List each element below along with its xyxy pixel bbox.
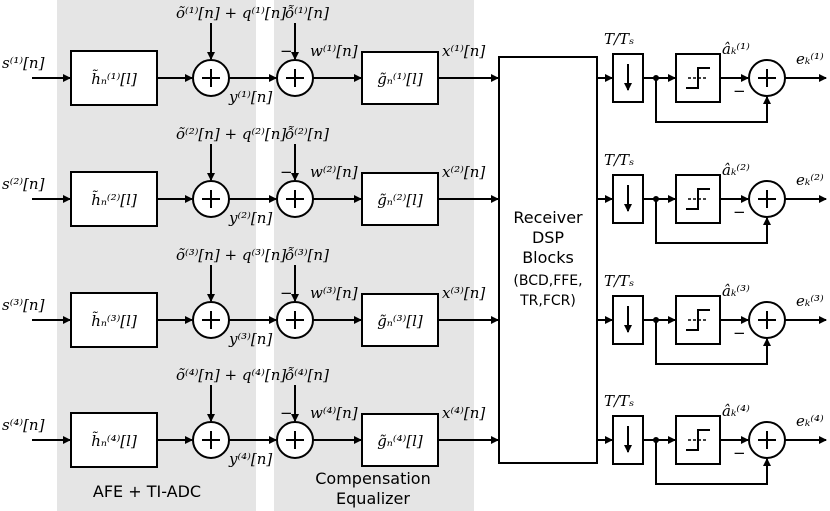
impairment-label: õ⁽¹⁾[n] + q⁽¹⁾[n] — [176, 4, 286, 22]
dsp-label-line2: DSP — [532, 228, 564, 247]
channel-block-label: h̃ₙ⁽⁴⁾[l] — [91, 432, 137, 450]
minus-sign: − — [280, 163, 293, 181]
decimation-ratio-label: T/Tₛ — [604, 272, 634, 290]
decision-label: âₖ⁽⁴⁾ — [722, 402, 750, 420]
channel-block — [70, 171, 158, 227]
decision-label: âₖ⁽²⁾ — [722, 161, 750, 179]
minus-sign: − — [733, 444, 746, 462]
decimation-ratio-label: T/Tₛ — [604, 392, 634, 410]
channel-block-label: h̃ₙ⁽³⁾[l] — [91, 312, 137, 330]
lane-4: s⁽⁴⁾[n] h̃ₙ⁽⁴⁾[l] õ⁽⁴⁾[n] + q⁽⁴⁾[n] y⁽⁴⁾[n]… — [2, 366, 827, 485]
afe-region-label: AFE + TI-ADC — [93, 482, 201, 501]
decision-label: âₖ⁽³⁾ — [722, 282, 750, 300]
compensation-input-label: w⁽³⁾[n] — [310, 284, 358, 302]
decimation-ratio-label: T/Tₛ — [604, 151, 634, 169]
decimation-ratio-label: T/Tₛ — [604, 30, 634, 48]
error-signal-label: eₖ⁽³⁾ — [796, 292, 824, 310]
lane-1: s⁽¹⁾[n] h̃ₙ⁽¹⁾[l] õ⁽¹⁾[n] + q⁽¹⁾[n] y⁽¹⁾[n]… — [2, 4, 827, 123]
feedback-wire — [655, 440, 771, 485]
adc-output-label: y⁽⁴⁾[n] — [228, 450, 272, 468]
compensation-input-label: w⁽⁴⁾[n] — [310, 404, 358, 422]
input-signal-label: s⁽²⁾[n] — [2, 175, 45, 193]
minus-sign: − — [280, 404, 293, 422]
minus-sign: − — [733, 324, 746, 342]
impairment-label: õ⁽³⁾[n] + q⁽³⁾[n] — [176, 246, 286, 264]
dsp-label-line5: TR,FCR) — [519, 293, 576, 309]
receiver-dsp-block — [498, 56, 598, 464]
equalizer-block-label: g̃ₙ⁽²⁾[l] — [377, 191, 423, 209]
equalizer-output-label: x⁽²⁾[n] — [442, 163, 485, 181]
equalizer-block — [361, 413, 439, 467]
adc-output-label: y⁽³⁾[n] — [228, 330, 272, 348]
offset-estimate-label: ỗ⁽¹⁾[n] — [285, 4, 329, 22]
minus-sign: − — [733, 82, 746, 100]
compensation-region-label-line1: Compensation — [315, 469, 430, 488]
lane-2: s⁽²⁾[n] h̃ₙ⁽²⁾[l] õ⁽²⁾[n] + q⁽²⁾[n] y⁽²⁾[n]… — [2, 125, 827, 244]
minus-sign: − — [280, 42, 293, 60]
equalizer-output-label: x⁽¹⁾[n] — [442, 42, 485, 60]
equalizer-block-label: g̃ₙ⁽⁴⁾[l] — [377, 432, 423, 450]
minus-sign: − — [280, 284, 293, 302]
adc-output-label: y⁽²⁾[n] — [228, 209, 272, 227]
offset-estimate-label: ỗ⁽⁴⁾[n] — [285, 366, 329, 384]
offset-estimate-label: ỗ⁽³⁾[n] — [285, 246, 329, 264]
equalizer-output-label: x⁽⁴⁾[n] — [442, 404, 485, 422]
feedback-wire — [655, 320, 771, 365]
decision-label: âₖ⁽¹⁾ — [722, 40, 750, 58]
minus-sign: − — [733, 203, 746, 221]
input-signal-label: s⁽³⁾[n] — [2, 296, 45, 314]
input-signal-label: s⁽¹⁾[n] — [2, 54, 45, 72]
feedback-wire — [655, 78, 771, 123]
input-signal-label: s⁽⁴⁾[n] — [2, 416, 45, 434]
lane-3: s⁽³⁾[n] h̃ₙ⁽³⁾[l] õ⁽³⁾[n] + q⁽³⁾[n] y⁽³⁾[n]… — [2, 246, 827, 365]
impairment-label: õ⁽⁴⁾[n] + q⁽⁴⁾[n] — [176, 366, 286, 384]
adc-output-label: y⁽¹⁾[n] — [228, 88, 272, 106]
dsp-label-line3: Blocks — [522, 248, 574, 267]
dsp-label-line1: Receiver — [513, 208, 583, 227]
equalizer-output-label: x⁽³⁾[n] — [442, 284, 485, 302]
error-signal-label: eₖ⁽¹⁾ — [796, 50, 824, 68]
channel-block-label: h̃ₙ⁽¹⁾[l] — [91, 70, 137, 88]
feedback-wire — [655, 199, 771, 244]
offset-estimate-label: ỗ⁽²⁾[n] — [285, 125, 329, 143]
channel-block-label: h̃ₙ⁽²⁾[l] — [91, 191, 137, 209]
dsp-label-line4: (BCD,FFE, — [513, 273, 582, 289]
impairment-label: õ⁽²⁾[n] + q⁽²⁾[n] — [176, 125, 286, 143]
channel-block — [70, 292, 158, 348]
compensation-input-label: w⁽¹⁾[n] — [310, 42, 358, 60]
compensation-input-label: w⁽²⁾[n] — [310, 163, 358, 181]
error-signal-label: eₖ⁽²⁾ — [796, 171, 824, 189]
error-signal-label: eₖ⁽⁴⁾ — [796, 412, 824, 430]
compensation-region-label-line2: Equalizer — [336, 489, 410, 508]
lanes: s⁽¹⁾[n] h̃ₙ⁽¹⁾[l] õ⁽¹⁾[n] + q⁽¹⁾[n] y⁽¹⁾[n]… — [2, 4, 827, 485]
channel-block — [70, 412, 158, 468]
equalizer-block-label: g̃ₙ⁽³⁾[l] — [377, 312, 423, 330]
equalizer-block-label: g̃ₙ⁽¹⁾[l] — [377, 70, 423, 88]
equalizer-block — [361, 172, 439, 226]
slicer-block — [675, 415, 721, 465]
